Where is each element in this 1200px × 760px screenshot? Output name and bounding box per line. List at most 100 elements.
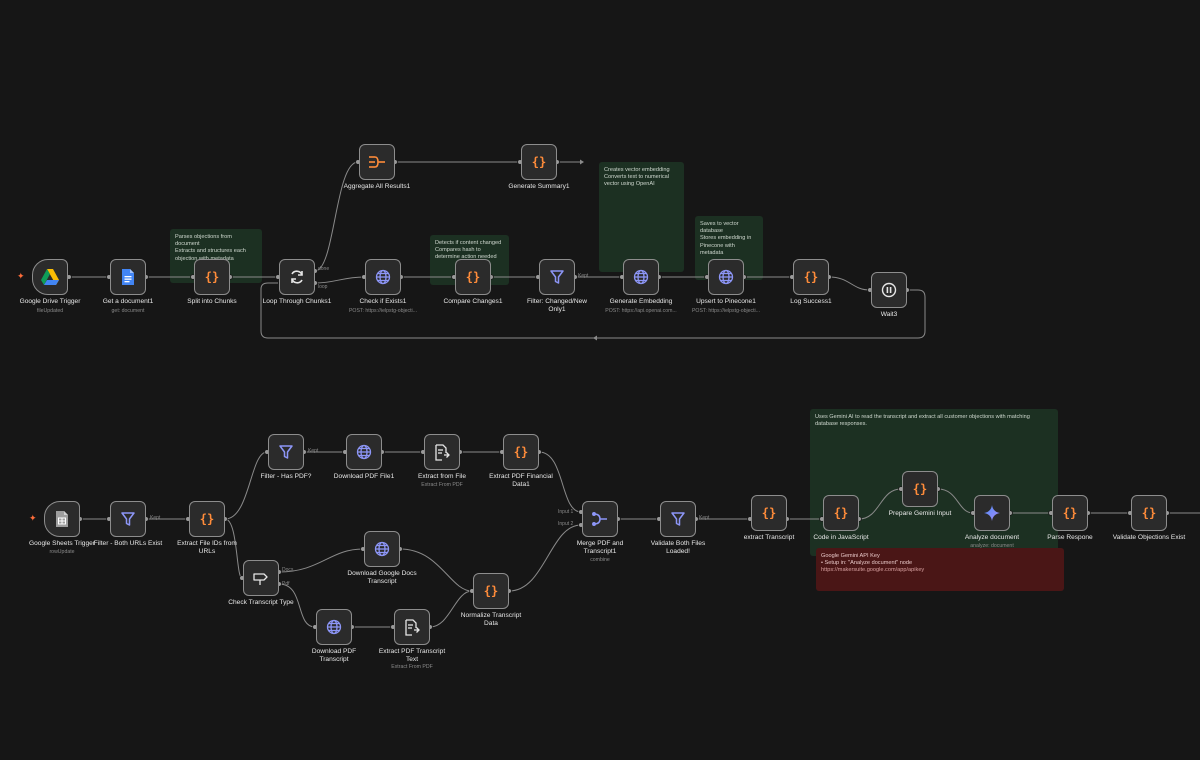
node-get-a-document[interactable]	[110, 259, 146, 295]
node-title: Download PDF File1	[333, 473, 395, 480]
node-check-transcript-type[interactable]	[243, 560, 279, 596]
node-extract-transcript[interactable]: {}	[751, 495, 787, 531]
node-extract-pdf-financial[interactable]: {}	[503, 434, 539, 470]
node-title: Generate Summary1	[508, 183, 570, 190]
node-title: Google Sheets Trigger	[29, 540, 95, 547]
node-title: Log Success1	[790, 298, 832, 305]
node-filter-changed-new[interactable]	[539, 259, 575, 295]
merge-icon	[592, 511, 608, 527]
node-code-in-javascript[interactable]: {}	[823, 495, 859, 531]
node-title: Parse Respone	[1047, 534, 1093, 541]
node-title: Split into Chunks	[187, 298, 237, 305]
globe-icon	[374, 541, 390, 557]
node-title: Download PDF Transcript	[311, 648, 357, 663]
node-extract-pdf-transcript-text[interactable]	[394, 609, 430, 645]
code-icon: {}	[513, 445, 529, 459]
switch-icon	[252, 570, 270, 586]
node-title: Code in JavaScript	[813, 534, 869, 541]
connection	[858, 488, 902, 520]
port-label: Pdf	[282, 581, 290, 587]
loop-icon	[289, 269, 305, 285]
code-icon: {}	[465, 270, 481, 284]
node-subtitle: combine	[590, 557, 610, 563]
node-parse-response[interactable]: {}	[1052, 495, 1088, 531]
code-icon: {}	[833, 506, 849, 520]
node-analyze-document[interactable]	[974, 495, 1010, 531]
node-title: Loop Through Chunks1	[262, 298, 332, 305]
code-icon: {}	[912, 482, 928, 496]
node-subtitle: POST: https://ielpstg-objecti...	[691, 308, 761, 314]
node-validate-both-files[interactable]	[660, 501, 696, 537]
globe-icon	[718, 269, 734, 285]
code-icon: {}	[204, 270, 220, 284]
sticky-note-api-key[interactable]: Google Gemini API Key • Setup in: "Analy…	[816, 548, 1064, 591]
node-title: Validate Both Files Loaded!	[650, 540, 706, 555]
node-title: Aggregate All Results1	[343, 183, 411, 190]
sticky-note-embed[interactable]: Creates vector embedding Converts text t…	[599, 162, 684, 272]
connection	[224, 451, 268, 520]
node-title: Merge PDF and Transcript1	[576, 540, 624, 555]
node-download-google-docs[interactable]	[364, 531, 400, 567]
node-split-into-chunks[interactable]: {}	[194, 259, 230, 295]
node-generate-embedding[interactable]	[623, 259, 659, 295]
google-drive-icon	[40, 268, 60, 286]
node-subtitle: analyze: document	[970, 543, 1014, 549]
node-title: Validate Objections Exist	[1112, 534, 1186, 541]
connection	[278, 583, 316, 628]
node-validate-objections[interactable]: {}	[1131, 495, 1167, 531]
gemini-icon	[984, 505, 1000, 521]
node-title: Filter - Both URLs Exist	[93, 540, 163, 547]
connection	[508, 524, 582, 592]
node-google-sheets-trigger[interactable]	[44, 501, 80, 537]
pause-icon	[881, 282, 897, 298]
node-compare-changes[interactable]: {}	[455, 259, 491, 295]
connection	[937, 488, 974, 514]
connection	[429, 590, 473, 628]
port-label: Docs	[282, 567, 294, 573]
node-title: Filter - Has PDF?	[260, 473, 312, 480]
globe-icon	[356, 444, 372, 460]
node-title: Extract PDF Financial Data1	[489, 473, 553, 488]
node-loop-through-chunks[interactable]	[279, 259, 315, 295]
node-prepare-gemini-input[interactable]: {}	[902, 471, 938, 507]
code-icon: {}	[803, 270, 819, 284]
node-merge-pdf-transcript[interactable]	[582, 501, 618, 537]
node-log-success[interactable]: {}	[793, 259, 829, 295]
connection	[278, 548, 364, 573]
node-google-drive-trigger[interactable]	[32, 259, 68, 295]
node-title: Wait3	[880, 311, 898, 318]
code-icon: {}	[531, 155, 547, 169]
connection	[314, 161, 359, 272]
node-extract-from-file[interactable]	[424, 434, 460, 470]
node-normalize-transcript[interactable]: {}	[473, 573, 509, 609]
node-upsert-to-pinecone[interactable]	[708, 259, 744, 295]
node-check-if-exists[interactable]	[365, 259, 401, 295]
node-title: extract Transcript	[743, 534, 795, 541]
node-title: Extract PDF Transcript Text	[378, 648, 446, 663]
node-download-pdf-transcript[interactable]	[316, 609, 352, 645]
node-filter-both-urls[interactable]	[110, 501, 146, 537]
port-label: Kept	[308, 448, 319, 454]
node-title: Google Drive Trigger	[19, 298, 81, 305]
port-label: Input 2	[558, 521, 574, 527]
filter-icon	[670, 511, 686, 527]
node-aggregate-all-results[interactable]	[359, 144, 395, 180]
node-subtitle: Extract From PDF	[421, 482, 463, 488]
connection	[314, 276, 365, 284]
connection	[399, 548, 473, 592]
filter-icon	[278, 444, 294, 460]
node-title: Filter: Changed/New Only1	[526, 298, 588, 313]
node-subtitle: rowUpdate	[49, 549, 75, 555]
node-download-pdf-file[interactable]	[346, 434, 382, 470]
port-label: Input 1	[558, 509, 574, 515]
node-title: Extract from File	[418, 473, 466, 480]
node-title: Download Google Docs Transcript	[347, 570, 417, 585]
node-title: Prepare Gemini Input	[888, 510, 952, 517]
node-filter-has-pdf[interactable]	[268, 434, 304, 470]
node-subtitle: get: document	[111, 308, 145, 314]
aggregate-icon	[368, 155, 386, 169]
node-generate-summary[interactable]: {}	[521, 144, 557, 180]
node-extract-file-ids[interactable]: {}	[189, 501, 225, 537]
port-label: done	[318, 266, 330, 272]
node-wait[interactable]	[871, 272, 907, 308]
